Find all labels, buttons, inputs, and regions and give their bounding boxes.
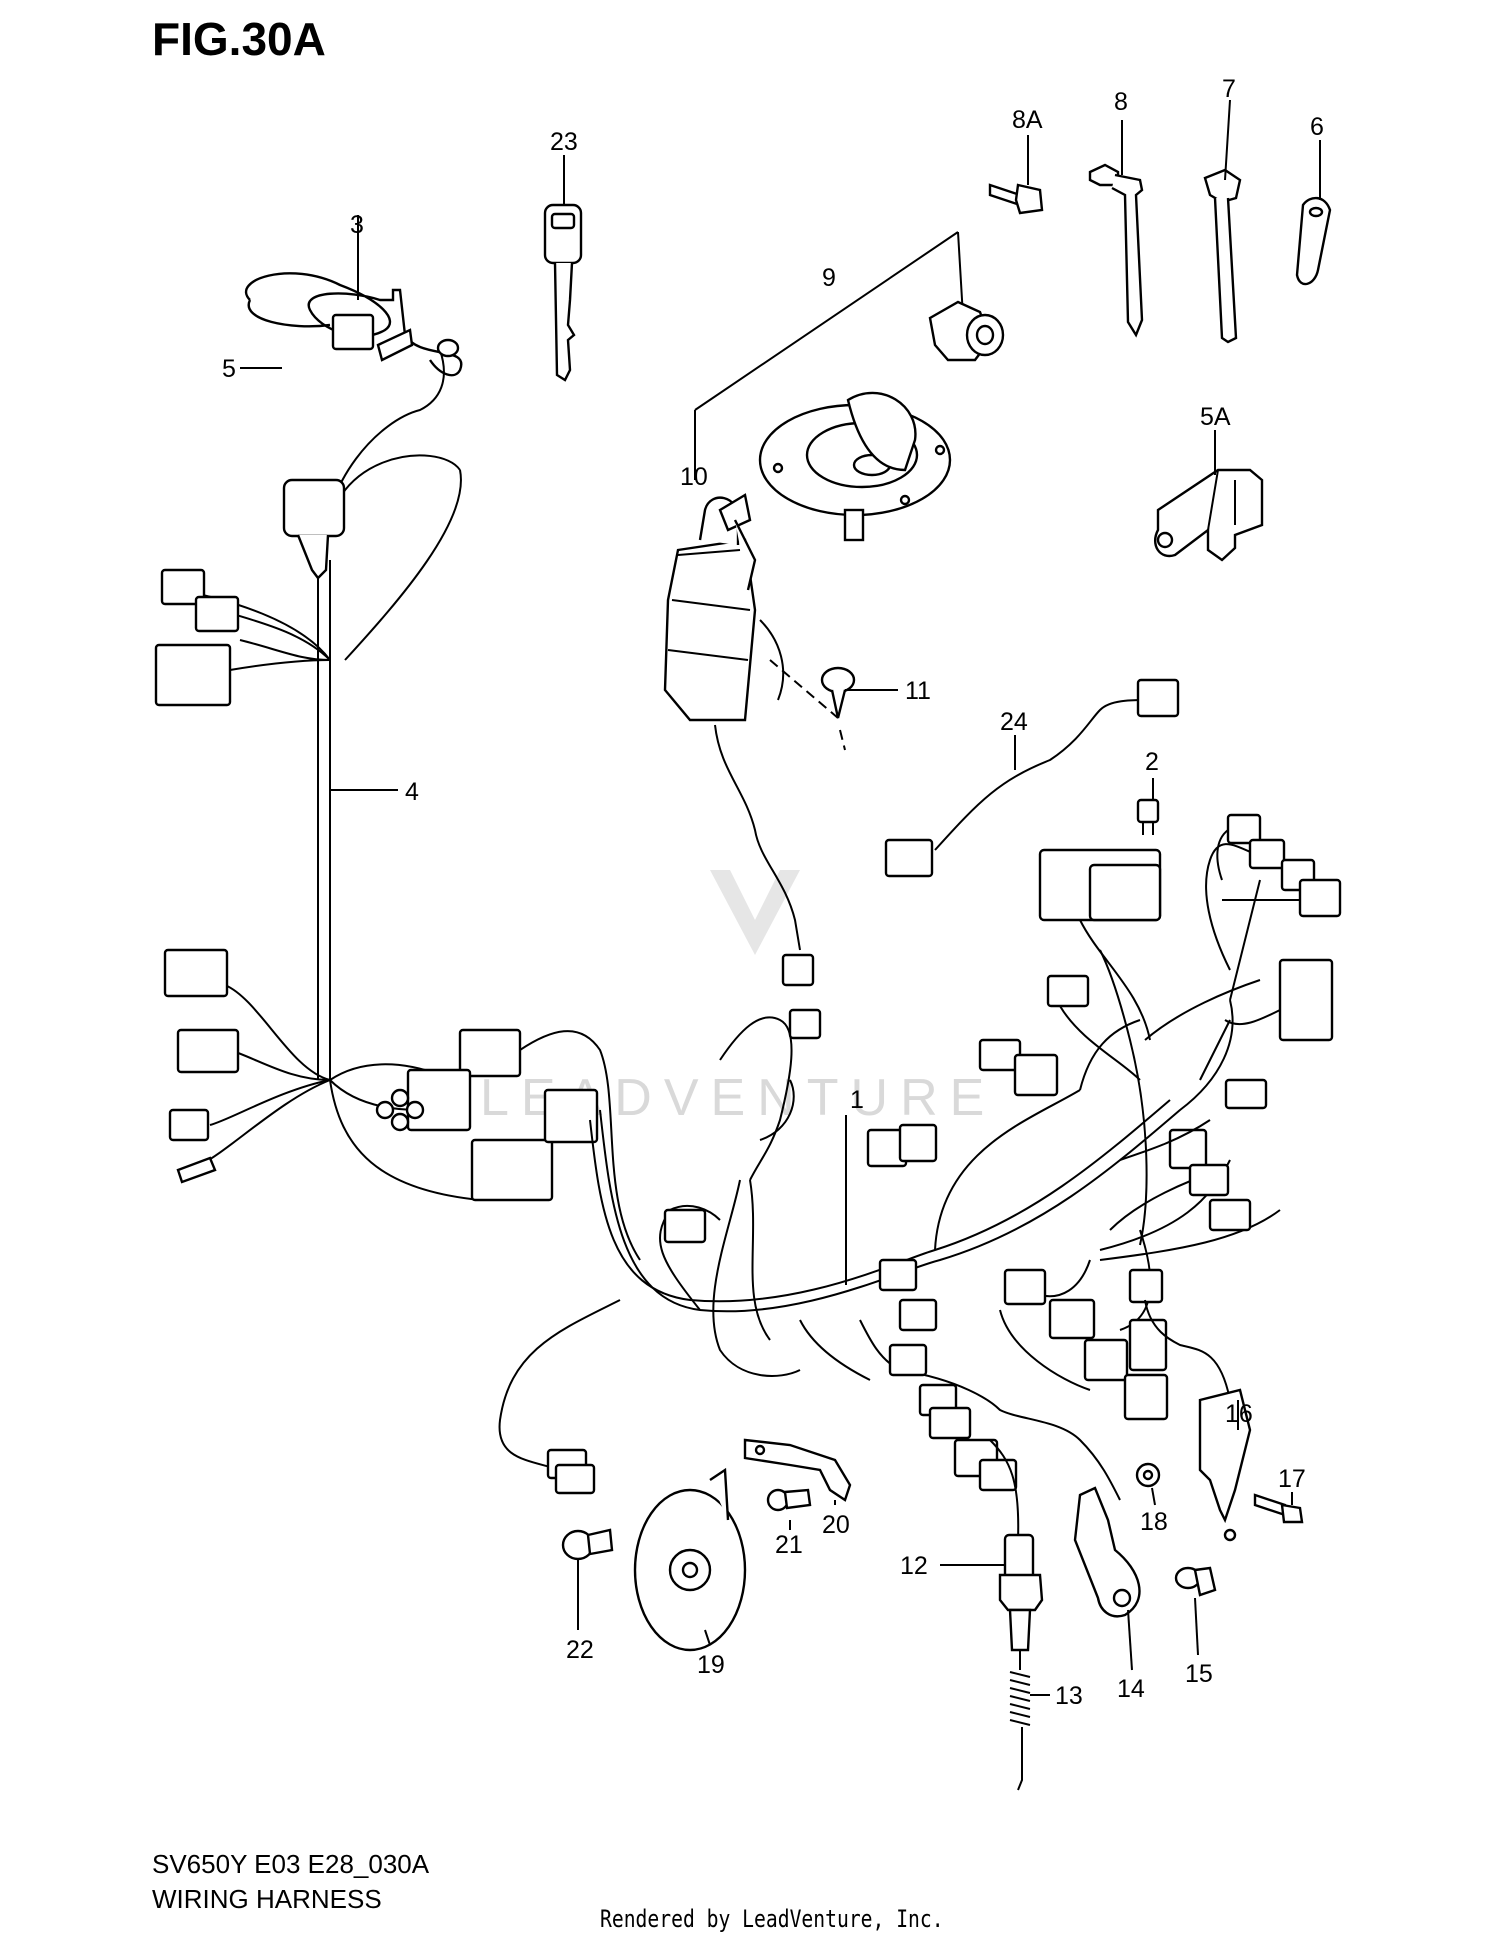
leader-lines — [240, 99, 1321, 1696]
part-7-cable-tie — [1203, 168, 1242, 344]
callout-2: 2 — [1145, 748, 1159, 776]
part-8a-bolt — [988, 183, 1044, 215]
callout-10: 10 — [680, 463, 708, 491]
callout-23: 23 — [550, 128, 578, 156]
callout-6: 6 — [1310, 113, 1324, 141]
part-20-bracket — [743, 1438, 852, 1502]
seat-lock-cylinder — [928, 300, 1005, 362]
part-2-fuse — [1136, 798, 1160, 835]
fuel-cap — [758, 391, 952, 542]
fuse-box — [1038, 848, 1162, 1081]
model-code: SV650Y E03 E28_030A — [152, 1849, 430, 1879]
part-15-bolt — [1174, 1566, 1217, 1597]
callout-12: 12 — [900, 1552, 928, 1580]
callout-13: 13 — [1055, 1682, 1083, 1710]
leadventure-logo-watermark — [690, 845, 820, 980]
callout-22: 22 — [566, 1636, 594, 1664]
part-4-harness — [154, 313, 462, 1080]
part-24-sub-harness — [884, 678, 1180, 878]
callout-8a: 8A — [1012, 106, 1043, 134]
callout-3: 3 — [350, 211, 364, 239]
part-19-horn — [633, 1467, 747, 1652]
callout-1: 1 — [850, 1086, 864, 1114]
callout-9: 9 — [822, 264, 836, 292]
callout-14: 14 — [1117, 1675, 1145, 1703]
part-6-clamp — [1295, 196, 1332, 286]
callout-17: 17 — [1278, 1465, 1306, 1493]
callout-11: 11 — [905, 677, 931, 705]
section-name: WIRING HARNESS — [152, 1884, 382, 1914]
callout-labels: 1 2 3 4 5 5A 6 7 8 8A 9 10 11 12 13 14 1… — [222, 75, 1324, 1710]
part-22-bolt — [561, 1528, 614, 1561]
callout-18: 18 — [1140, 1508, 1168, 1536]
part-21-bolt — [766, 1488, 812, 1512]
part-13-spring — [1009, 1650, 1031, 1791]
callout-5: 5 — [222, 355, 236, 383]
part-11-screw — [769, 659, 856, 751]
part-8-cable-tie — [1088, 163, 1144, 338]
callout-15: 15 — [1185, 1660, 1213, 1688]
callout-20: 20 — [822, 1511, 850, 1539]
part-18-grommet — [1135, 1462, 1161, 1488]
callout-5a: 5A — [1200, 403, 1231, 431]
callout-19: 19 — [697, 1651, 725, 1679]
figure-title: FIG.30A — [152, 13, 326, 65]
part-12-sensor — [989, 1439, 1044, 1652]
callout-16: 16 — [1225, 1400, 1253, 1428]
connector-cluster-right — [1199, 813, 1342, 1081]
part-5a-bracket — [1153, 468, 1264, 562]
part-1-main-harness — [498, 843, 1281, 1501]
part-23-key — [543, 203, 583, 382]
part-17-bolt — [1253, 1493, 1304, 1524]
left-connectors — [163, 948, 641, 1261]
callout-24: 24 — [1000, 708, 1028, 736]
callout-21: 21 — [775, 1531, 803, 1559]
callout-8: 8 — [1114, 88, 1128, 116]
part-14-bracket — [1073, 1486, 1141, 1618]
callout-7: 7 — [1222, 75, 1236, 103]
render-credit: Rendered by LeadVenture, Inc. — [600, 1905, 944, 1933]
part-3-wire-clip — [244, 272, 463, 377]
part-10-ignition-switch — [663, 493, 815, 987]
callout-4: 4 — [405, 778, 419, 806]
